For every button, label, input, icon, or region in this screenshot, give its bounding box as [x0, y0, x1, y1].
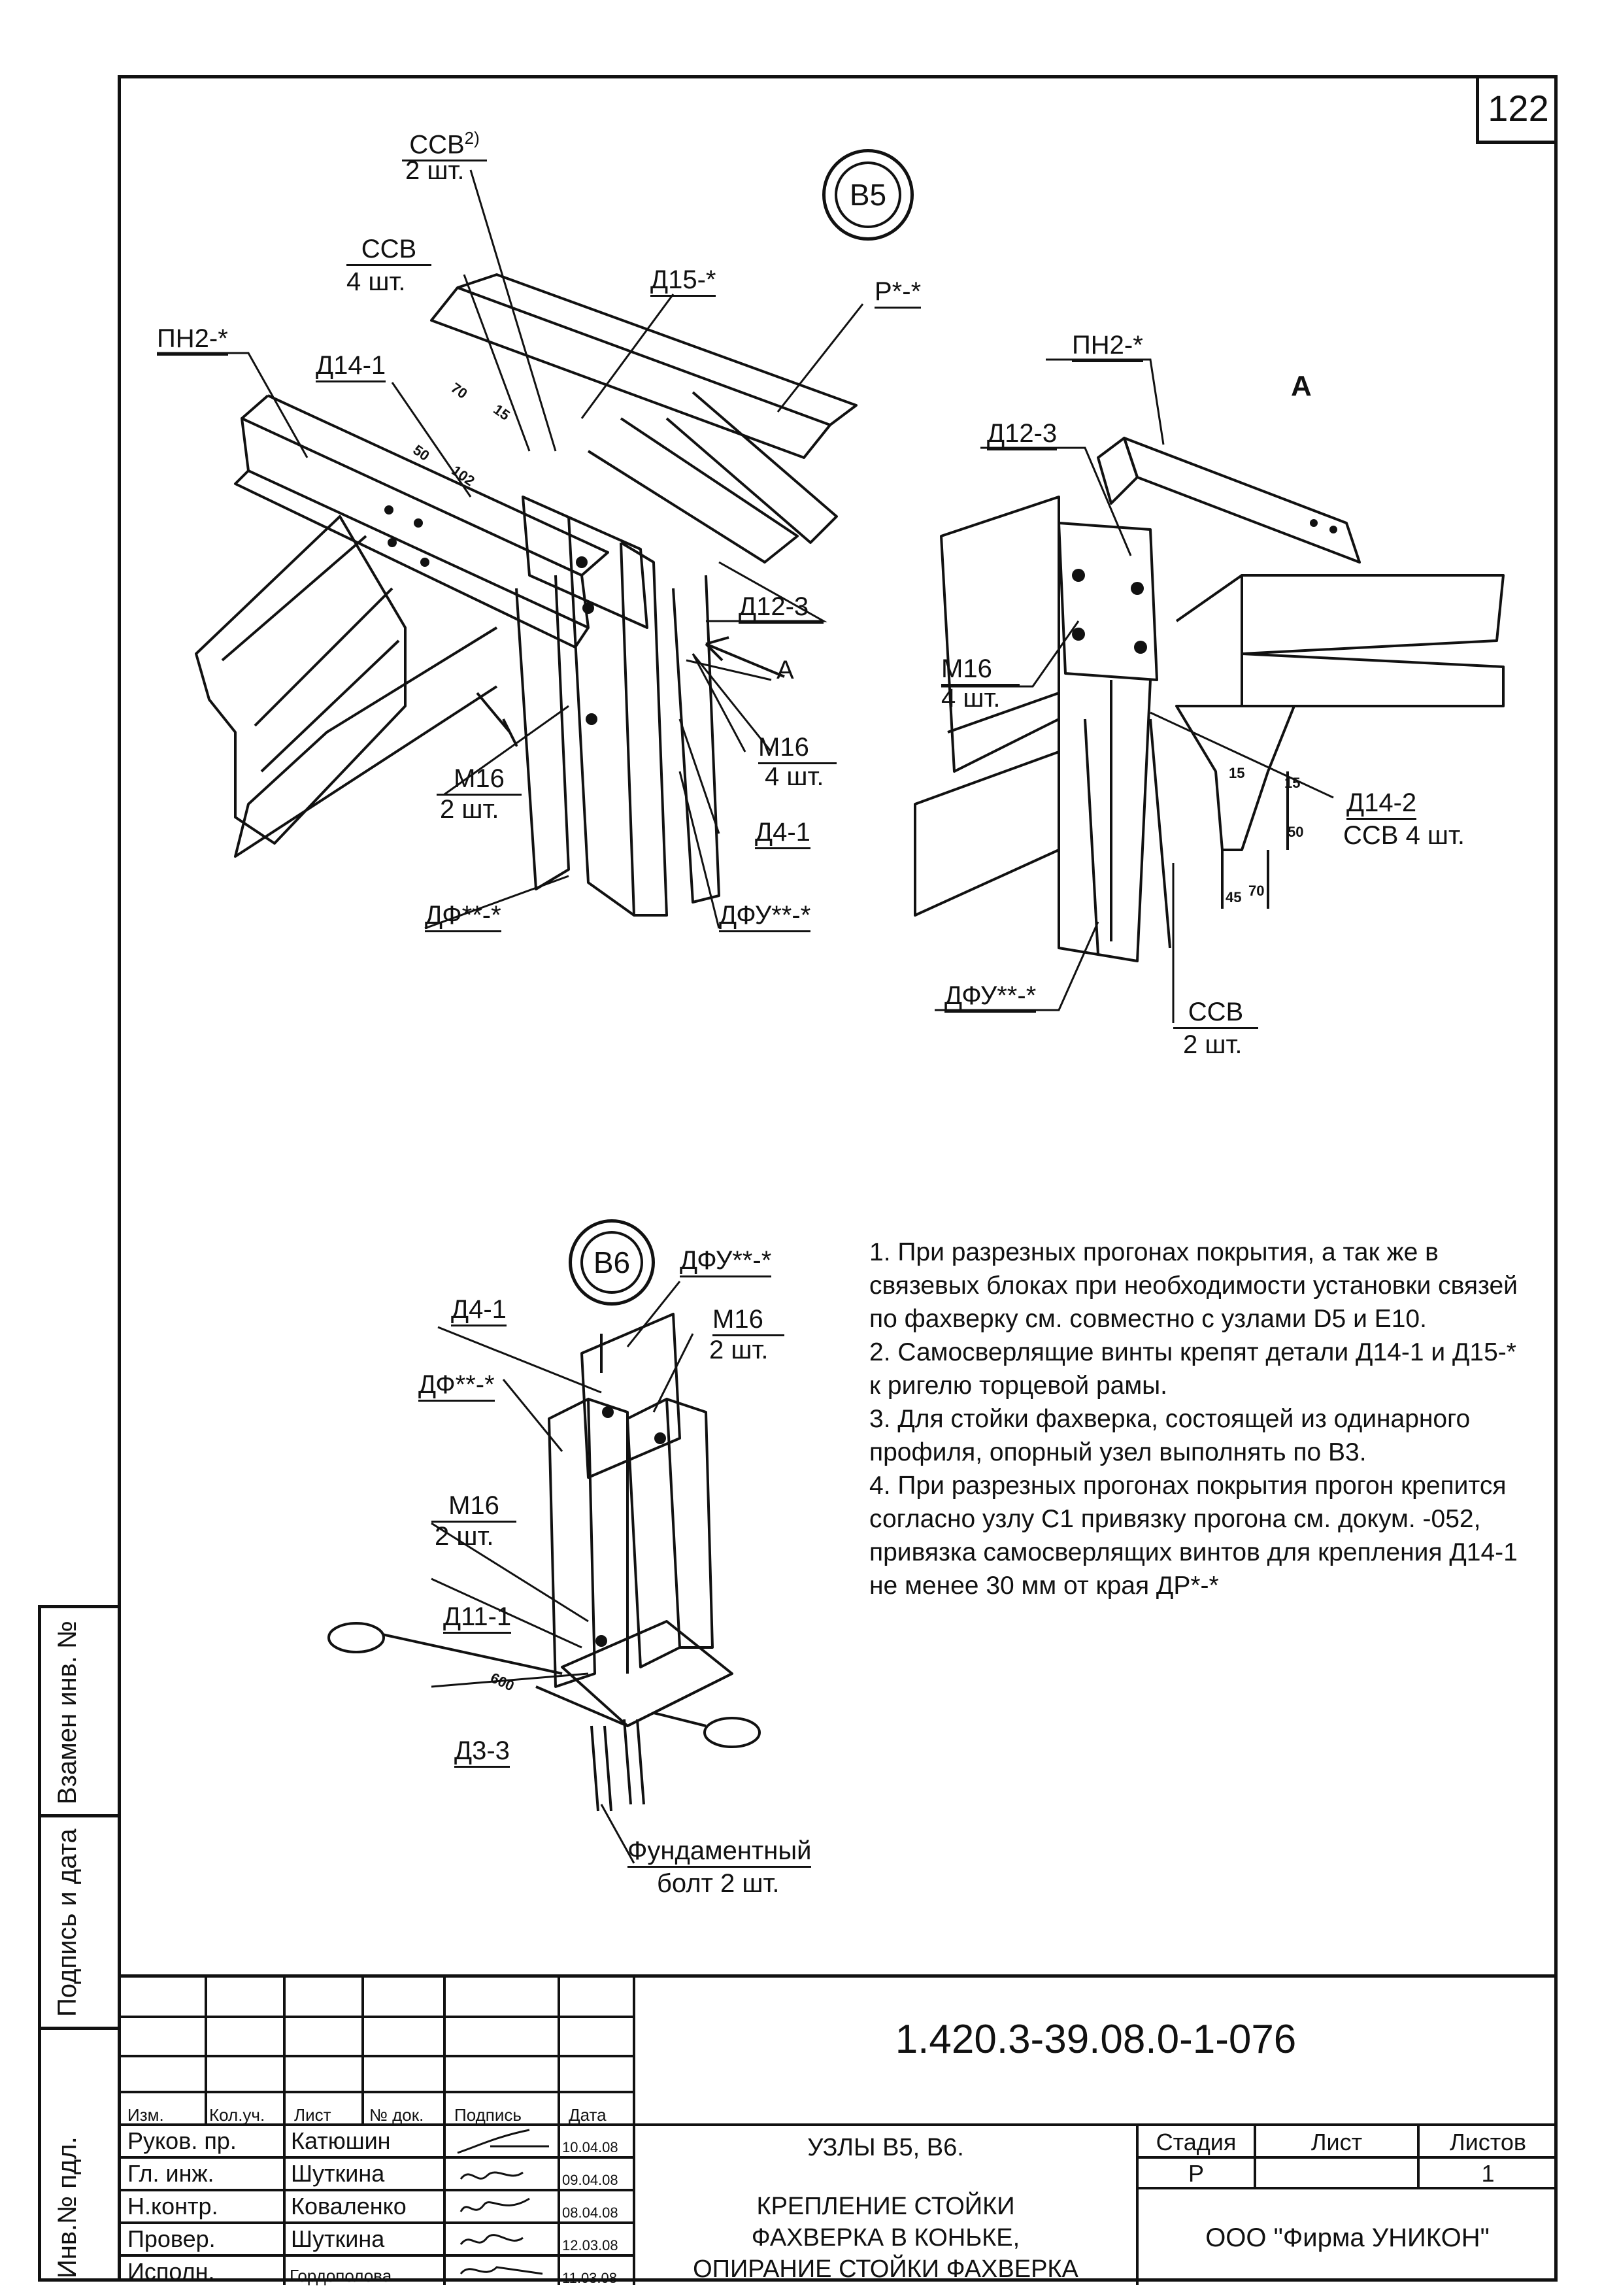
hdr-date: Дата — [569, 2105, 607, 2125]
staff-role-3: Н.контр. — [127, 2193, 218, 2220]
b6-label-d3-3: Д3-3 — [454, 1736, 510, 1768]
b5-label-m16-4-qty: 4 шт. — [765, 762, 824, 791]
view-a-label-m16: М16 — [941, 654, 1020, 686]
b5-label-a: А — [776, 656, 794, 684]
b6-sketch — [327, 1313, 761, 1812]
note-3: 3. Для стойки фахверка, состоящей из оди… — [869, 1405, 1471, 1466]
general-notes: 1. При разрезных прогонах покрытия, а та… — [869, 1236, 1529, 1602]
drawing-frame — [118, 75, 1558, 2282]
b6-label-d11-1: Д11-1 — [443, 1602, 512, 1634]
view-a-dim-15b: 15 — [1284, 775, 1301, 791]
stage-value: Р — [1188, 2160, 1204, 2187]
b5-label-m16-4: М16 — [758, 732, 837, 764]
b5-sketch — [195, 273, 858, 917]
node-b5-marker: B5 — [822, 149, 914, 241]
hdr-doc: № док. — [369, 2105, 424, 2125]
hdr-kol: Кол.уч. — [209, 2105, 265, 2125]
note-2: 2. Самосверлящие винты крепят детали Д14… — [869, 1338, 1516, 1400]
drawing-desc-3: ОПИРАНИЕ СТОЙКИ ФАХВЕРКА — [693, 2255, 1078, 2283]
company-name: ООО "Фирма УНИКОН" — [1205, 2223, 1490, 2252]
b5-label-m16-2: М16 — [437, 764, 522, 796]
sheet-number: 122 — [1476, 75, 1558, 144]
b6-label-m16-top: М16 — [712, 1304, 784, 1336]
b5-label-ccb2: ССВ2) — [402, 123, 487, 162]
view-a-label-ccb4: ССВ 4 шт. — [1343, 821, 1465, 850]
b5-label-pn2: ПН2-* — [157, 324, 228, 356]
title-block: 1.420.3-39.08.0-1-076 Изм. Кол.уч. Лист … — [121, 1974, 1558, 2286]
note-4: 4. При разрезных прогонах покрытия прого… — [869, 1472, 1518, 1600]
staff-role-2: Гл. инж. — [127, 2160, 214, 2187]
hdr-sign: Подпись — [454, 2105, 522, 2125]
sheets-value: 1 — [1481, 2160, 1495, 2187]
view-a-label-d14-2: Д14-2 — [1346, 788, 1417, 820]
view-a-label-ccb2-qty: 2 шт. — [1183, 1030, 1243, 1059]
title-block-grid — [121, 1978, 1558, 2285]
view-a-sketch — [914, 437, 1505, 962]
view-a-label-m16-qty: 4 шт. — [941, 684, 1001, 713]
b5-label-d14-1: Д14-1 — [316, 350, 386, 382]
b6-label-m16-top-qty: 2 шт. — [709, 1336, 769, 1364]
staff-role-4: Провер. — [127, 2225, 216, 2252]
b5-label-ccb2-qty: 2 шт. — [405, 156, 465, 185]
staff-name-5: Гордополова — [290, 2266, 392, 2286]
b5-label-d4-1: Д4-1 — [755, 817, 810, 849]
staff-date-2: 09.04.08 — [562, 2172, 618, 2188]
b5-label-df: ДФ**-* — [425, 900, 501, 932]
hdr-list: Лист — [294, 2105, 331, 2125]
staff-name-1: Катюшин — [291, 2127, 391, 2154]
staff-date-5: 11.03.08 — [562, 2270, 618, 2286]
view-a-label-ccb2: ССВ — [1173, 997, 1258, 1029]
b6-label-m16-qty: 2 шт. — [435, 1522, 494, 1551]
b6-label-dfu: ДФУ**-* — [680, 1245, 772, 1277]
node-b6-id: B6 — [593, 1245, 631, 1279]
staff-name-3: Коваленко — [291, 2193, 407, 2220]
view-a-dim-15a: 15 — [1229, 765, 1245, 781]
staff-role-1: Руков. пр. — [127, 2127, 237, 2154]
side-stamp-inv: Инв.№ пдл. — [38, 2027, 121, 2282]
staff-date-3: 08.04.08 — [562, 2204, 618, 2221]
b6-label-m16: М16 — [431, 1491, 516, 1523]
b5-label-d12-3: Д12-3 — [739, 592, 824, 624]
view-a-dim-70: 70 — [1248, 883, 1265, 899]
stage-label: Стадия — [1156, 2129, 1237, 2155]
sheet-label: Лист — [1310, 2129, 1363, 2155]
staff-name-2: Шуткина — [291, 2160, 385, 2187]
view-a-label-pn2: ПН2-* — [1072, 330, 1143, 362]
b5-label-ccb4: ССВ — [346, 234, 431, 266]
staff-date-4: 12.03.08 — [562, 2237, 618, 2254]
signatures — [457, 2129, 549, 2275]
note-1: 1. При разрезных прогонах покрытия, а та… — [869, 1238, 1518, 1333]
staff-name-4: Шуткина — [291, 2225, 385, 2252]
node-b5-id: B5 — [849, 178, 887, 212]
b6-label-d4-1: Д4-1 — [451, 1294, 507, 1326]
drawing-title: УЗЛЫ В5, В6. — [807, 2134, 964, 2161]
sheets-label: Листов — [1450, 2129, 1526, 2155]
doc-code: 1.420.3-39.08.0-1-076 — [895, 2017, 1297, 2062]
view-a-title: А — [1291, 370, 1312, 402]
b6-label-bolt-qty: болт 2 шт. — [657, 1869, 780, 1898]
b5-label-m16-2-qty: 2 шт. — [440, 795, 499, 824]
drawing-desc-1: КРЕПЛЕНИЕ СТОЙКИ — [756, 2193, 1015, 2220]
b5-label-ccb4-qty: 4 шт. — [346, 267, 406, 296]
b5-label-p: Р*-* — [875, 277, 922, 309]
b6-label-df: ДФ**-* — [418, 1370, 495, 1402]
b5-label-d15: Д15-* — [650, 265, 716, 297]
b5-label-dfu: ДФУ**-* — [719, 900, 811, 932]
staff-role-5: Исполн. — [127, 2258, 215, 2285]
view-a-dim-45: 45 — [1226, 889, 1242, 905]
b6-label-bolt: Фундаментный — [627, 1836, 812, 1868]
node-b6-marker: B6 — [569, 1219, 655, 1306]
view-a-label-d12-3: Д12-3 — [987, 418, 1058, 450]
drawing-desc-2: ФАХВЕРКА В КОНЬКЕ, — [751, 2224, 1020, 2252]
staff-date-1: 10.04.08 — [562, 2139, 618, 2155]
view-a-dim-50: 50 — [1288, 824, 1304, 840]
view-a-label-dfu: ДФУ**-* — [944, 981, 1037, 1013]
hdr-izm: Изм. — [127, 2105, 164, 2125]
